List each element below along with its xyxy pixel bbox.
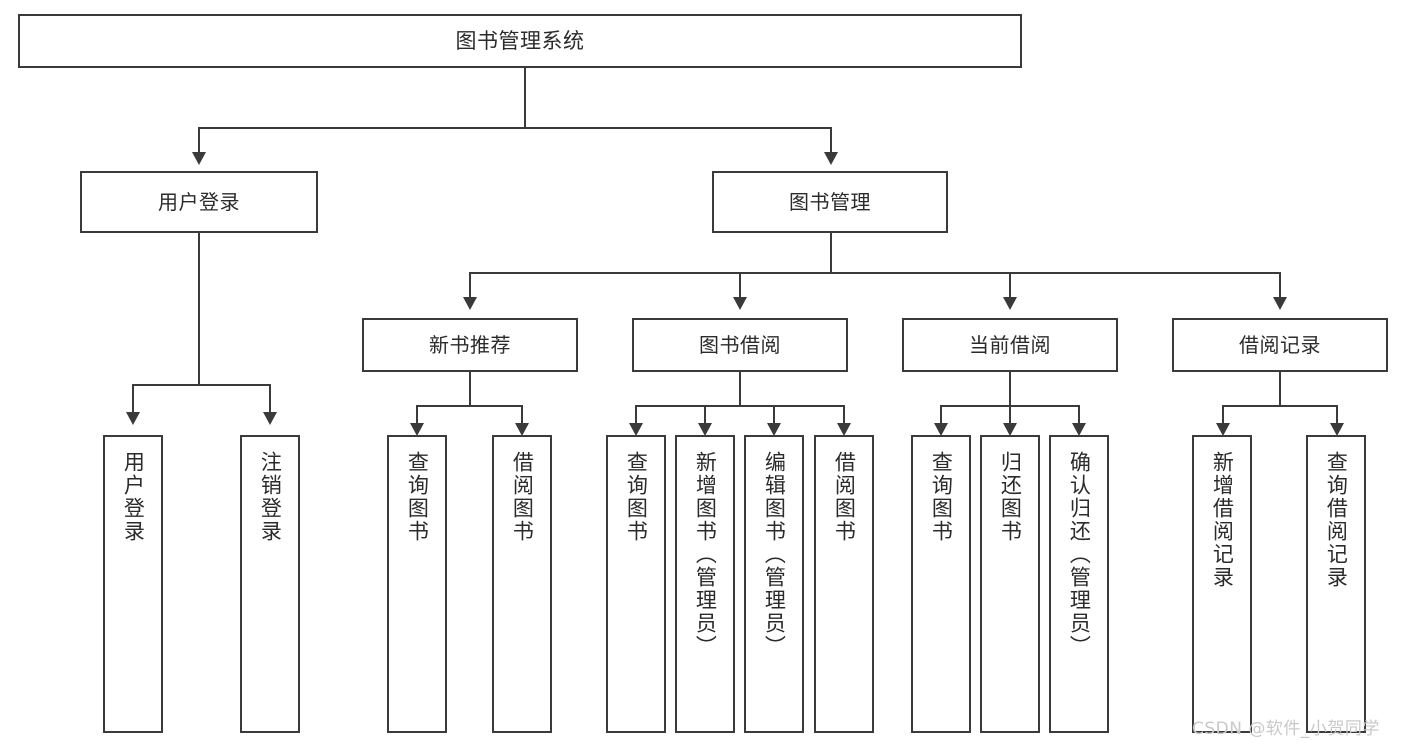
leaf-current-borrow-1[interactable]: 归还图书 (980, 435, 1040, 733)
connector-drop-cb-leaf-1 (1009, 405, 1011, 427)
connector-drop-br-leaf-1 (1336, 405, 1338, 427)
node-label: 用户登录 (158, 189, 240, 214)
node-label: 图书借阅 (699, 332, 781, 357)
arrowhead-l3-2 (1003, 297, 1017, 310)
csdn-watermark: CSDN @软件_小贺同学 (1192, 719, 1380, 739)
connector-cb-stem (1009, 372, 1011, 406)
node-current-borrow[interactable]: 当前借阅 (902, 318, 1118, 372)
node-book-borrow[interactable]: 图书借阅 (632, 318, 848, 372)
connector-user-login-bus (132, 384, 270, 386)
leaf-book-borrow-2[interactable]: 编辑图书（管理员） (744, 435, 804, 733)
node-label: 注销登录 (258, 451, 283, 543)
connector-root-bus (198, 127, 832, 129)
node-label: 查询图书 (624, 451, 649, 543)
node-borrow-record[interactable]: 借阅记录 (1172, 318, 1388, 372)
arrowhead-br-leaf-0 (1216, 423, 1230, 436)
connector-drop-cb-leaf-0 (940, 405, 942, 427)
node-user-login[interactable]: 用户登录 (80, 171, 318, 233)
connector-nbr-stem (469, 372, 471, 406)
leaf-user-login-0[interactable]: 用户登录 (103, 435, 163, 733)
connector-drop-bb-leaf-0 (635, 405, 637, 427)
connector-drop-ul-leaf-0 (132, 384, 134, 414)
arrowhead-bb-leaf-3 (837, 423, 851, 436)
connector-drop-bb-leaf-1 (704, 405, 706, 427)
node-label: 编辑图书（管理员） (762, 451, 787, 658)
leaf-user-login-1[interactable]: 注销登录 (240, 435, 300, 733)
arrowhead-cb-leaf-2 (1072, 423, 1086, 436)
connector-book-mgmt-bus (469, 272, 1281, 274)
leaf-current-borrow-2[interactable]: 确认归还（管理员） (1049, 435, 1109, 733)
connector-drop-l3-1 (739, 272, 741, 300)
arrowhead-bb-leaf-2 (767, 423, 781, 436)
node-label: 借阅记录 (1239, 332, 1321, 357)
connector-book-mgmt-stem (830, 233, 832, 273)
arrowhead-cb-leaf-0 (934, 423, 948, 436)
node-label: 归还图书 (998, 451, 1023, 543)
connector-drop-l3-0 (469, 272, 471, 300)
leaf-book-borrow-1[interactable]: 新增图书（管理员） (675, 435, 735, 733)
arrowhead-l3-3 (1273, 297, 1287, 310)
leaf-new-book-recommend-0[interactable]: 查询图书 (387, 435, 447, 733)
node-label: 当前借阅 (969, 332, 1051, 357)
node-label: 新增图书（管理员） (693, 451, 718, 658)
node-label: 查询图书 (405, 451, 430, 543)
node-new-book-recommend[interactable]: 新书推荐 (362, 318, 578, 372)
connector-nbr-bus (416, 405, 522, 407)
leaf-book-borrow-0[interactable]: 查询图书 (606, 435, 666, 733)
connector-root-stem (524, 68, 526, 128)
arrowhead-nbr-leaf-1 (515, 423, 529, 436)
node-label: 借阅图书 (832, 451, 857, 543)
connector-user-login-stem (198, 233, 200, 385)
leaf-current-borrow-0[interactable]: 查询图书 (911, 435, 971, 733)
connector-drop-br-leaf-0 (1222, 405, 1224, 427)
arrowhead-l3-1 (733, 297, 747, 310)
connector-drop-bb-leaf-2 (773, 405, 775, 427)
node-label: 图书管理系统 (455, 28, 585, 53)
node-root-system[interactable]: 图书管理系统 (18, 14, 1022, 68)
connector-drop-l3-2 (1009, 272, 1011, 300)
node-label: 用户登录 (121, 451, 146, 543)
node-label: 查询图书 (929, 451, 954, 543)
arrowhead-bb-leaf-0 (629, 423, 643, 436)
arrowhead-ul-leaf-1 (263, 412, 277, 425)
arrowhead-bb-leaf-1 (698, 423, 712, 436)
connector-drop-book-mgmt (830, 127, 832, 155)
leaf-borrow-record-0[interactable]: 新增借阅记录 (1192, 435, 1252, 733)
node-label: 借阅图书 (510, 451, 535, 543)
connector-br-bus (1222, 405, 1337, 407)
connector-bb-bus (635, 405, 845, 407)
connector-drop-cb-leaf-2 (1078, 405, 1080, 427)
node-label: 新增借阅记录 (1210, 451, 1235, 589)
node-label: 新书推荐 (429, 332, 511, 357)
connector-drop-ul-leaf-1 (269, 384, 271, 414)
connector-drop-user-login (198, 127, 200, 155)
arrowhead-user-login (192, 152, 206, 165)
connector-drop-nbr-leaf-1 (521, 405, 523, 427)
connector-drop-bb-leaf-3 (843, 405, 845, 427)
arrowhead-l3-0 (463, 297, 477, 310)
arrowhead-cb-leaf-1 (1003, 423, 1017, 436)
arrowhead-ul-leaf-0 (126, 412, 140, 425)
arrowhead-book-mgmt (824, 152, 838, 165)
leaf-new-book-recommend-1[interactable]: 借阅图书 (492, 435, 552, 733)
connector-drop-nbr-leaf-0 (416, 405, 418, 427)
connector-br-stem (1279, 372, 1281, 406)
node-label: 图书管理 (789, 189, 871, 214)
leaf-borrow-record-1[interactable]: 查询借阅记录 (1306, 435, 1366, 733)
arrowhead-nbr-leaf-0 (410, 423, 424, 436)
node-book-management[interactable]: 图书管理 (712, 171, 948, 233)
connector-drop-l3-3 (1279, 272, 1281, 300)
node-label: 确认归还（管理员） (1067, 451, 1092, 658)
node-label: 查询借阅记录 (1324, 451, 1349, 589)
leaf-book-borrow-3[interactable]: 借阅图书 (814, 435, 874, 733)
connector-bb-stem (739, 372, 741, 406)
arrowhead-br-leaf-1 (1330, 423, 1344, 436)
